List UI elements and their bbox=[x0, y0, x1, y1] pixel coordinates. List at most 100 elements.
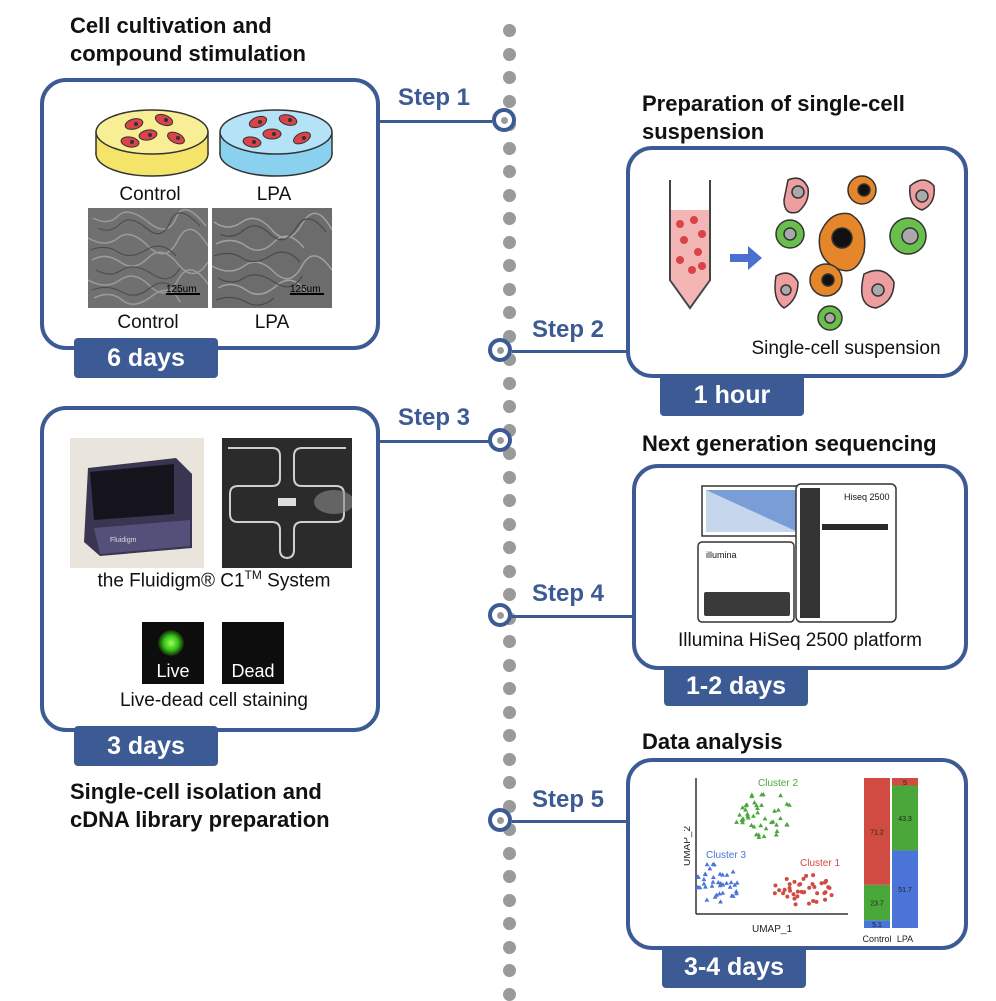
timeline-dot bbox=[503, 71, 516, 84]
umap-point-cluster-1 bbox=[810, 882, 815, 887]
timeline-dot bbox=[503, 964, 516, 977]
bar-value-label: 23.7 bbox=[870, 901, 884, 908]
panel1-heading-line2: compound stimulation bbox=[70, 41, 306, 66]
bar-value-label: 43.3 bbox=[898, 816, 912, 823]
panel4-box: Hiseq 2500 illumina Illumina HiSeq 2500 … bbox=[632, 464, 968, 670]
timeline-dot bbox=[503, 400, 516, 413]
fluidigm-caption-text: the Fluidigm® C1 bbox=[97, 570, 245, 592]
umap-point-cluster-1 bbox=[823, 890, 828, 895]
timeline-dot bbox=[503, 776, 516, 789]
step3-connector bbox=[380, 440, 492, 443]
umap-point-cluster-1 bbox=[791, 892, 796, 897]
step5-connector bbox=[512, 820, 626, 823]
panel2-box: Single-cell suspension bbox=[626, 146, 968, 378]
umap-point-cluster-1 bbox=[811, 873, 816, 878]
machine-model-label: Hiseq 2500 bbox=[844, 492, 890, 502]
timeline-dot bbox=[503, 940, 516, 954]
umap-point-cluster-1 bbox=[795, 894, 800, 899]
umap-point-cluster-2 bbox=[745, 811, 750, 816]
timeline-dot bbox=[503, 259, 516, 272]
dead-label: Dead bbox=[231, 661, 275, 681]
umap-point-cluster-2 bbox=[745, 813, 751, 818]
umap-point-cluster-1 bbox=[784, 877, 789, 882]
timeline-dot bbox=[503, 165, 516, 178]
umap-point-cluster-2 bbox=[773, 832, 779, 837]
live-cell-fluorescence bbox=[158, 630, 184, 656]
panel2-caption: Single-cell suspension bbox=[751, 338, 941, 359]
umap-point-cluster-2 bbox=[774, 828, 780, 833]
bar-segment-lpa-0 bbox=[892, 850, 918, 928]
panel2-heading-line1: Preparation of single-cell bbox=[642, 91, 905, 116]
umap-point-cluster-2 bbox=[756, 832, 762, 837]
centrifuge-tube bbox=[669, 180, 711, 310]
umap-point-cluster-2 bbox=[744, 802, 750, 807]
panel5-heading: Data analysis bbox=[642, 729, 783, 754]
timeline-dot bbox=[503, 705, 516, 719]
umap-point-cluster-2 bbox=[749, 822, 754, 827]
fluidigm-caption-suffix: System bbox=[261, 570, 331, 592]
timeline-dot bbox=[503, 564, 516, 578]
timeline-dot bbox=[503, 282, 516, 296]
umap-point-cluster-1 bbox=[785, 894, 790, 899]
bar-segment-control-1 bbox=[864, 884, 890, 921]
umap-point-cluster-3 bbox=[711, 874, 716, 880]
umap-point-cluster-3 bbox=[704, 862, 710, 867]
duration-badge-step2: 1 hour bbox=[660, 374, 804, 416]
umap-point-cluster-2 bbox=[776, 807, 781, 812]
petri-dishes bbox=[95, 109, 333, 177]
umap-point-cluster-1 bbox=[795, 889, 800, 894]
timeline-dot bbox=[503, 235, 516, 249]
bar-category-label: LPA bbox=[897, 934, 913, 944]
umap-point-cluster-2 bbox=[774, 822, 779, 827]
machine-brand-label: illumina bbox=[706, 550, 737, 560]
umap-point-cluster-2 bbox=[756, 834, 762, 839]
timeline-dot bbox=[503, 729, 516, 742]
control-dish bbox=[95, 109, 209, 177]
umap-point-cluster-2 bbox=[784, 801, 790, 806]
umap-point-cluster-1 bbox=[815, 891, 820, 896]
scale-bar-label-lpa: 125um bbox=[290, 284, 321, 295]
umap-point-cluster-2 bbox=[762, 816, 768, 821]
panel3-box: Fluidigm the Fluidigm® C1TM System Live … bbox=[40, 406, 380, 732]
fluidigm-device-photo: Fluidigm bbox=[70, 438, 204, 568]
umap-point-cluster-3 bbox=[724, 872, 730, 877]
panel1-heading: Cell cultivation and compound stimulatio… bbox=[70, 12, 306, 68]
umap-point-cluster-2 bbox=[755, 810, 761, 815]
step4-label: Step 4 bbox=[532, 580, 605, 607]
panel4-heading: Next generation sequencing bbox=[642, 431, 937, 456]
umap-y-axis-label: UMAP_2 bbox=[684, 826, 693, 866]
umap-point-cluster-2 bbox=[759, 792, 765, 797]
panel1-heading-line1: Cell cultivation and bbox=[70, 13, 272, 38]
bar-value-label: 71.2 bbox=[870, 829, 884, 836]
scale-bar-label-control: 125um bbox=[166, 284, 197, 295]
cluster-3-label: Cluster 3 bbox=[706, 850, 746, 861]
umap-point-cluster-3 bbox=[718, 899, 723, 904]
timeline-dot bbox=[503, 635, 516, 648]
micrograph-control: 125um bbox=[88, 208, 208, 308]
umap-point-cluster-1 bbox=[773, 883, 778, 888]
umap-point-cluster-3 bbox=[730, 869, 736, 874]
bar-value-label: 5.1 bbox=[872, 922, 882, 929]
bar-value-label: 51.7 bbox=[898, 887, 912, 894]
umap-point-cluster-1 bbox=[826, 885, 831, 890]
duration-badge-step4: 1-2 days bbox=[664, 666, 808, 706]
umap-point-cluster-1 bbox=[823, 897, 828, 902]
timeline-dot bbox=[503, 470, 516, 484]
step5-label: Step 5 bbox=[532, 786, 605, 813]
fluidigm-system-caption: the Fluidigm® C1TM System bbox=[54, 568, 374, 592]
timeline-dot bbox=[503, 376, 516, 390]
timeline-dot bbox=[503, 541, 516, 554]
timeline-dot bbox=[503, 141, 516, 155]
step1-label: Step 1 bbox=[398, 84, 471, 111]
step5-node bbox=[488, 808, 512, 832]
staining-caption: Live-dead cell staining bbox=[119, 690, 308, 711]
umap-point-cluster-2 bbox=[755, 805, 760, 811]
umap-point-cluster-1 bbox=[819, 881, 824, 886]
umap-point-cluster-3 bbox=[695, 874, 701, 879]
live-label: Live bbox=[156, 661, 190, 681]
timeline-dot bbox=[503, 682, 516, 695]
umap-point-cluster-1 bbox=[793, 902, 798, 907]
micrograph-label-control: Control bbox=[117, 312, 179, 333]
umap-point-cluster-1 bbox=[792, 896, 797, 901]
umap-point-cluster-1 bbox=[804, 873, 809, 878]
